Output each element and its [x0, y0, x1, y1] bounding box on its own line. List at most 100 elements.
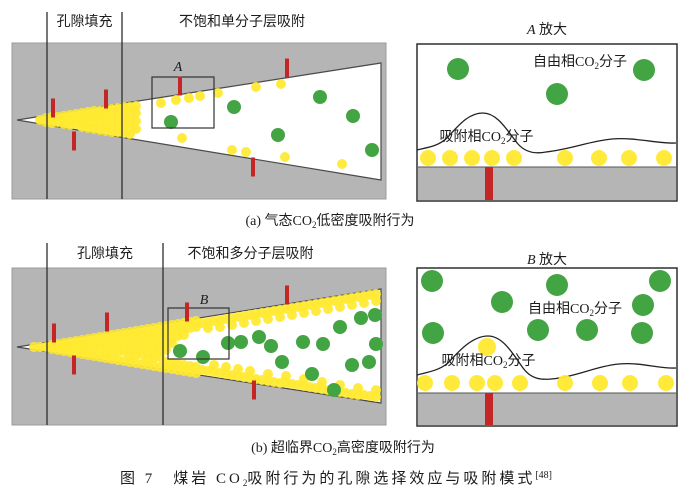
- caption-a-text-end: 低密度吸附行为: [316, 214, 415, 229]
- fracture-marker: [252, 380, 256, 400]
- co2-adsorbed-molecule: [221, 362, 231, 372]
- inset-box-b: [167, 307, 230, 360]
- co2-free-molecule: [354, 311, 368, 325]
- co2-adsorbed-molecule: [469, 375, 485, 391]
- co2-adsorbed-molecule: [171, 95, 181, 105]
- inset-letter-a: A: [173, 60, 183, 75]
- co2-adsorbed-molecule: [656, 150, 672, 166]
- co2-free-molecule: [447, 58, 469, 80]
- co2-free-molecule: [421, 270, 443, 292]
- co2-adsorbed-molecule: [311, 306, 321, 316]
- co2-adsorbed-molecule: [167, 338, 177, 348]
- zoom-a-yellow-row: [420, 150, 672, 166]
- co2-free-molecule: [346, 109, 360, 123]
- zoom-a-free-text-end: 分子: [598, 55, 627, 70]
- adsorption-interface-curve-b: [416, 335, 677, 380]
- co2-adsorbed-molecule: [209, 360, 219, 370]
- co2-adsorbed-molecule: [213, 88, 223, 98]
- caption-a: (a) 气态CO2低密度吸附行为: [0, 213, 660, 234]
- co2-adsorbed-molecule: [371, 392, 381, 402]
- fracture-marker: [105, 312, 109, 332]
- wedge-a-ticks: [51, 58, 289, 177]
- co2-free-molecule: [173, 344, 187, 358]
- zoom-b-free-text-end: 分子: [593, 302, 622, 317]
- co2-free-molecule: [362, 355, 376, 369]
- figure-caption-reference: [48]: [535, 470, 553, 481]
- co2-adsorbed-molecule: [275, 312, 285, 322]
- zoom-b-free-text: 自由相CO: [528, 302, 590, 317]
- co2-adsorbed-molecule: [353, 383, 363, 393]
- fracture-marker: [52, 323, 56, 343]
- co2-free-molecule: [576, 319, 598, 341]
- fracture-marker: [51, 98, 55, 118]
- co2-free-molecule: [296, 335, 310, 349]
- co2-adsorbed-molecule: [280, 152, 290, 162]
- co2-adsorbed-molecule: [487, 375, 503, 391]
- co2-adsorbed-molecule: [478, 338, 496, 356]
- co2-adsorbed-molecule: [245, 366, 255, 376]
- co2-adsorbed-molecule: [263, 314, 273, 324]
- wedge-a-yellow: [35, 79, 347, 169]
- wedge-b-green: [173, 308, 383, 397]
- co2-adsorbed-molecule: [131, 124, 141, 134]
- zoom-b-green: [421, 270, 671, 344]
- panel-zoom-a: [416, 43, 678, 202]
- zoom-a-adsorbed-phase-label: 吸附相CO2分子: [424, 129, 549, 150]
- co2-adsorbed-molecule: [281, 371, 291, 381]
- wedge-a-green: [164, 90, 379, 157]
- co2-free-molecule: [275, 355, 289, 369]
- co2-adsorbed-molecule: [131, 108, 141, 118]
- co2-free-molecule: [164, 115, 178, 129]
- co2-free-molecule: [252, 330, 266, 344]
- caption-b-subscript: 2: [332, 447, 337, 457]
- co2-free-molecule: [333, 320, 347, 334]
- co2-adsorbed-molecule: [444, 375, 460, 391]
- figure-caption: 图 7 煤岩 CO2吸附行为的孔隙选择效应与吸附模式[48]: [0, 467, 672, 492]
- panel-wedge-a: [11, 12, 387, 200]
- caption-a-subscript: 2: [312, 220, 317, 230]
- zoom-a-ads-subscript: 2: [500, 136, 506, 146]
- co2-adsorbed-molecule: [557, 375, 573, 391]
- co2-adsorbed-molecule: [287, 310, 297, 320]
- co2-adsorbed-molecule: [442, 150, 458, 166]
- figure-caption-subscript: 2: [242, 478, 248, 488]
- co2-adsorbed-molecule: [658, 375, 674, 391]
- co2-adsorbed-molecule: [621, 150, 637, 166]
- fracture-marker: [285, 285, 289, 305]
- fracture-marker: [285, 58, 289, 78]
- fracture-marker: [185, 302, 189, 322]
- label-pore-filling-a: 孔隙填充: [56, 15, 113, 30]
- co2-free-molecule: [345, 358, 359, 372]
- figure-caption-text: 图 7 煤岩 CO: [119, 471, 243, 487]
- co2-free-molecule: [271, 128, 285, 142]
- co2-adsorbed-molecule: [417, 375, 433, 391]
- co2-free-molecule: [422, 322, 444, 344]
- co2-adsorbed-molecule: [203, 323, 213, 333]
- co2-adsorbed-molecule: [251, 316, 261, 326]
- panel-wedge-b: [11, 243, 387, 426]
- co2-free-molecule: [227, 100, 241, 114]
- co2-adsorbed-molecule: [335, 302, 345, 312]
- co2-free-molecule: [368, 308, 382, 322]
- zoom-a-free-text: 自由相CO: [533, 55, 595, 70]
- co2-adsorbed-molecule: [359, 298, 369, 308]
- co2-adsorbed-molecule: [557, 150, 573, 166]
- co2-free-molecule: [196, 350, 210, 364]
- co2-free-molecule: [365, 143, 379, 157]
- co2-free-molecule: [546, 274, 568, 296]
- co2-adsorbed-molecule: [506, 150, 522, 166]
- co2-adsorbed-molecule: [420, 150, 436, 166]
- co2-free-molecule: [527, 319, 549, 341]
- co2-free-molecule: [369, 337, 383, 351]
- co2-adsorbed-molecule: [276, 79, 286, 89]
- label-monolayer-adsorption-a: 不饱和单分子层吸附: [179, 15, 305, 30]
- zoom-b-ads-text-end: 分子: [507, 354, 536, 369]
- co2-free-molecule: [491, 291, 513, 313]
- fracture-marker: [72, 131, 76, 151]
- co2-free-molecule: [631, 322, 653, 344]
- zoom-a-ads-text: 吸附相CO: [439, 130, 501, 145]
- co2-free-molecule: [316, 337, 330, 351]
- co2-adsorbed-molecule: [591, 150, 607, 166]
